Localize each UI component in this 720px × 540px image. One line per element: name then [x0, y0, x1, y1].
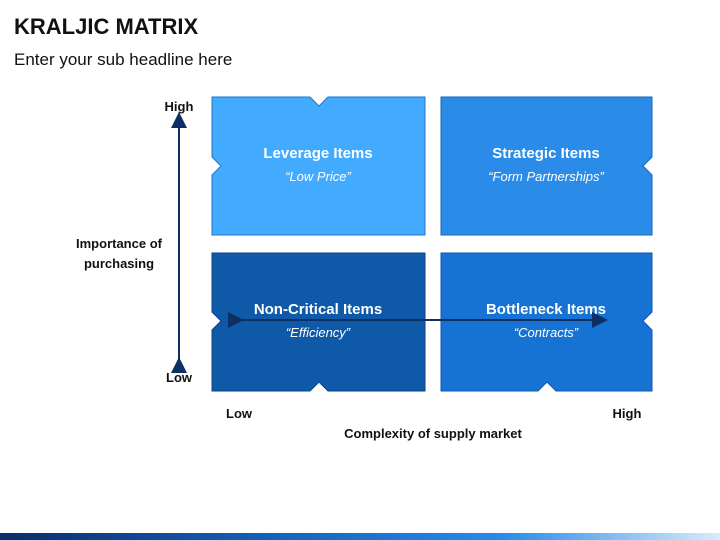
quadrant-bottleneck-title: Bottleneck Items [486, 301, 606, 318]
quadrant-non-critical-shape [211, 252, 426, 392]
quadrant-strategic-items: Strategic Items “Form Partnerships” [440, 96, 653, 236]
footer-bar [0, 533, 720, 540]
y-axis-high-label: High [164, 99, 194, 114]
quadrant-leverage-title: Leverage Items [263, 145, 372, 162]
y-axis-low-label: Low [166, 370, 192, 385]
quadrant-strategic-subtitle: “Form Partnerships” [488, 169, 604, 184]
x-axis-high-label: High [612, 406, 642, 421]
quadrant-non-critical-title: Non-Critical Items [254, 301, 382, 318]
quadrant-leverage-subtitle: “Low Price” [285, 169, 351, 184]
quadrant-bottleneck-items: Bottleneck Items “Contracts” [440, 252, 653, 392]
quadrant-non-critical-items: Non-Critical Items “Efficiency” [211, 252, 426, 392]
x-axis-title: Complexity of supply market [344, 426, 522, 441]
quadrant-leverage-items: Leverage Items “Low Price” [211, 96, 426, 236]
page-title: KRALJIC MATRIX [14, 14, 199, 39]
quadrant-bottleneck-subtitle: “Contracts” [514, 325, 579, 340]
y-axis-title: Importance of purchasing [58, 234, 180, 274]
y-axis-title-line2: purchasing [83, 256, 155, 271]
quadrant-strategic-shape [440, 96, 653, 236]
y-axis-title-line1: Importance of [76, 236, 162, 251]
quadrant-leverage-shape [211, 96, 426, 236]
quadrant-non-critical-subtitle: “Efficiency” [286, 325, 351, 340]
x-axis-low-label: Low [226, 406, 252, 421]
page-subtitle: Enter your sub headline here [14, 50, 233, 69]
quadrant-bottleneck-shape [440, 252, 653, 392]
quadrant-strategic-title: Strategic Items [492, 145, 600, 162]
